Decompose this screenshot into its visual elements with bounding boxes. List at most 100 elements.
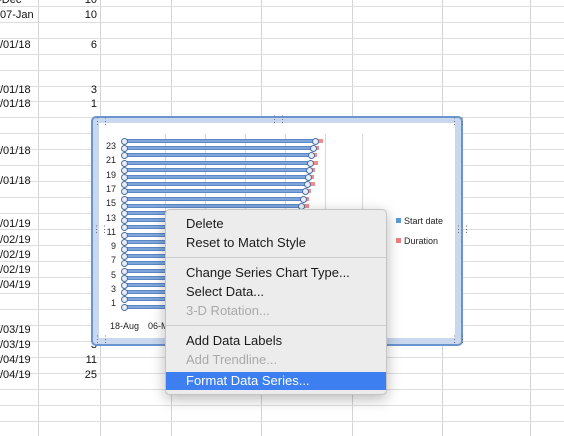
date-cell[interactable]: /02/19 [0, 249, 31, 261]
series-point-marker[interactable] [121, 260, 128, 268]
series-point-marker[interactable] [306, 166, 313, 174]
context-menu: Delete Reset to Match Style Change Serie… [165, 209, 387, 395]
series-point-marker[interactable] [121, 159, 128, 167]
value-cell[interactable]: 25 [84, 369, 97, 381]
duration-bar[interactable] [311, 175, 314, 179]
menu-item-add-data-labels[interactable]: Add Data Labels [186, 333, 283, 348]
start-date-bar[interactable] [125, 189, 308, 194]
column-divider [38, 0, 39, 436]
series-point-marker[interactable] [305, 174, 312, 181]
series-point-marker[interactable] [121, 181, 128, 189]
value-cell[interactable]: 10 [84, 0, 97, 6]
value-cell[interactable]: 3 [90, 84, 97, 96]
y-tick-label: 19 [105, 169, 116, 180]
legend-swatch [396, 238, 401, 243]
duration-bar[interactable] [314, 153, 317, 158]
row-divider [0, 6, 564, 7]
start-date-bar[interactable] [125, 196, 306, 201]
series-point-marker[interactable] [121, 174, 128, 181]
series-point-marker[interactable] [121, 238, 128, 246]
series-point-marker[interactable] [121, 138, 128, 145]
date-cell[interactable]: 2-Dec [0, 0, 22, 6]
start-date-bar[interactable] [125, 182, 310, 187]
date-cell[interactable]: /04/19 [0, 354, 31, 366]
date-cell[interactable]: /02/19 [0, 264, 31, 276]
legend-entry-start-date[interactable]: Start date [396, 216, 443, 226]
date-cell[interactable]: /01/18 [0, 98, 31, 110]
date-cell[interactable]: /01/18 [0, 39, 31, 51]
duration-bar[interactable] [308, 189, 311, 194]
series-point-marker[interactable] [121, 152, 128, 160]
series-point-marker[interactable] [121, 224, 128, 232]
series-point-marker[interactable] [312, 138, 319, 145]
date-cell[interactable]: /01/18 [0, 145, 31, 157]
series-point-marker[interactable] [308, 152, 315, 160]
value-cell[interactable]: 11 [85, 354, 97, 366]
series-point-marker[interactable] [121, 253, 128, 261]
y-tick-label: 15 [105, 198, 116, 209]
date-cell[interactable]: /04/19 [0, 279, 31, 291]
date-cell[interactable]: /01/19 [0, 218, 31, 230]
row-divider [0, 86, 564, 87]
series-point-marker[interactable] [304, 181, 311, 189]
date-cell[interactable]: /01/18 [0, 175, 31, 187]
menu-item-delete[interactable]: Delete [186, 216, 224, 231]
date-cell[interactable]: /03/19 [0, 324, 31, 336]
value-cell[interactable]: 10 [84, 9, 97, 21]
duration-bar[interactable] [310, 182, 315, 187]
series-point-marker[interactable] [121, 246, 128, 253]
start-date-bar[interactable] [125, 160, 313, 165]
date-cell[interactable]: /01/18 [0, 84, 31, 96]
menu-item-format-data-series[interactable]: Format Data Series... [166, 372, 386, 390]
menu-item-add-trendline: Add Trendline... [186, 352, 278, 367]
series-point-marker[interactable] [121, 202, 128, 210]
resize-handle[interactable]: ⋮⋮ [450, 334, 467, 344]
duration-bar[interactable] [313, 160, 318, 165]
start-date-bar[interactable] [125, 146, 316, 151]
menu-separator [166, 257, 386, 258]
menu-item-select-data[interactable]: Select Data... [186, 284, 265, 299]
date-cell[interactable]: /02/19 [0, 234, 31, 246]
series-point-marker[interactable] [121, 289, 128, 297]
duration-bar[interactable] [318, 139, 323, 143]
series-point-marker[interactable] [121, 303, 128, 311]
date-cell[interactable]: 07-Jan [0, 9, 34, 21]
start-date-bar[interactable] [125, 139, 318, 143]
series-point-marker[interactable] [300, 195, 307, 203]
series-point-marker[interactable] [307, 159, 314, 167]
duration-bar[interactable] [306, 196, 309, 201]
resize-handle[interactable]: ⋮⋮ [270, 114, 287, 124]
series-point-marker[interactable] [310, 145, 317, 153]
series-point-marker[interactable] [121, 282, 128, 289]
value-cell[interactable]: 6 [90, 39, 97, 51]
start-date-bar[interactable] [125, 203, 304, 208]
series-point-marker[interactable] [121, 166, 128, 174]
series-point-marker[interactable] [302, 188, 309, 196]
series-point-marker[interactable] [121, 188, 128, 196]
start-date-bar[interactable] [125, 167, 312, 172]
duration-bar[interactable] [304, 203, 309, 208]
series-point-marker[interactable] [121, 145, 128, 153]
duration-bar[interactable] [316, 146, 319, 151]
resize-handle[interactable]: ⋮⋮ [454, 224, 471, 234]
menu-item-change-series-chart-type[interactable]: Change Series Chart Type... [186, 265, 350, 280]
date-cell[interactable]: /03/19 [0, 339, 31, 351]
series-point-marker[interactable] [121, 195, 128, 203]
series-point-marker[interactable] [121, 210, 128, 217]
resize-handle[interactable]: ⋮⋮ [450, 116, 467, 126]
legend-entry-duration[interactable]: Duration [396, 236, 438, 246]
series-point-marker[interactable] [121, 296, 128, 304]
series-point-marker[interactable] [121, 274, 128, 282]
start-date-bar[interactable] [125, 153, 314, 158]
date-cell[interactable]: /04/19 [0, 369, 31, 381]
series-point-marker[interactable] [121, 217, 128, 225]
duration-bar[interactable] [312, 167, 315, 172]
series-point-marker[interactable] [121, 267, 128, 275]
resize-handle[interactable]: ⋮⋮ [92, 224, 109, 234]
resize-handle[interactable]: ⋮⋮ [93, 334, 110, 344]
menu-item-reset-to-match-style[interactable]: Reset to Match Style [186, 235, 306, 250]
start-date-bar[interactable] [125, 175, 311, 179]
series-point-marker[interactable] [121, 231, 128, 239]
resize-handle[interactable]: ⋮⋮ [93, 116, 110, 126]
value-cell[interactable]: 1 [90, 98, 97, 110]
